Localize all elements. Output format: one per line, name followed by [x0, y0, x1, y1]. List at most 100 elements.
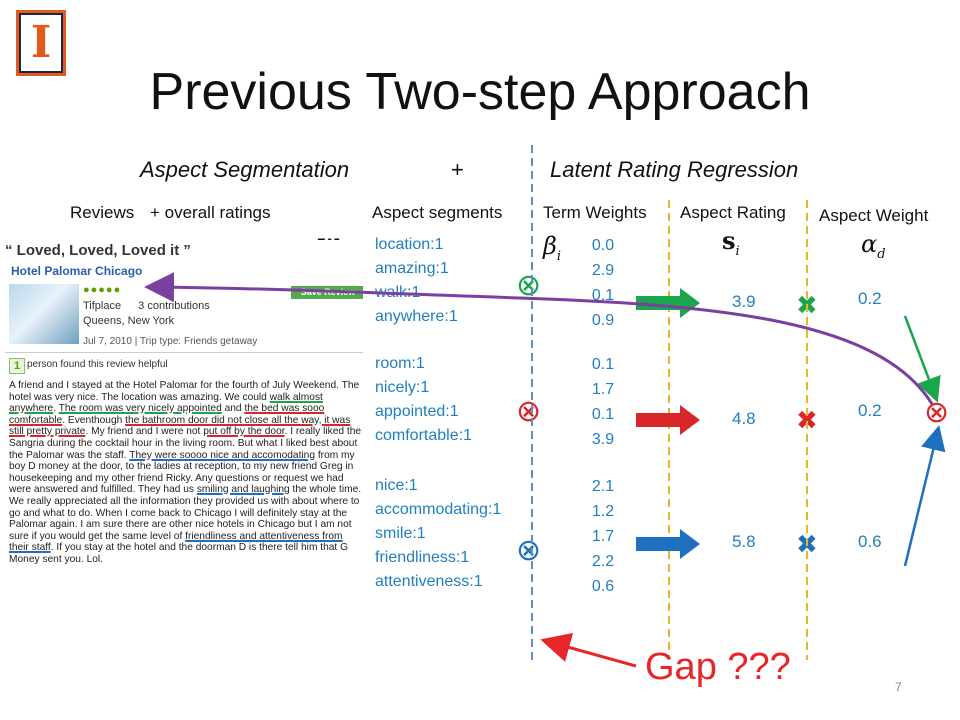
review-text: . If you stay at the hotel and the doorm…	[9, 542, 349, 565]
aspect-segment-2: room:1 nicely:1 appointed:1 comfortable:…	[375, 352, 472, 448]
review-heading-text: Loved, Loved, Loved it	[16, 242, 180, 259]
slide-title: Previous Two-step Approach	[149, 63, 811, 121]
review-text: .	[53, 403, 59, 415]
underline-friendliness: friendliness and attentiveness from thei…	[9, 530, 343, 554]
term-weights-header: Term Weights	[543, 203, 647, 222]
term: anywhere:1	[375, 308, 458, 325]
aspect-weight-1: 0.2	[858, 289, 882, 308]
weight-value: 3.9	[591, 431, 615, 448]
block-arrow-red	[636, 405, 700, 435]
underline-room: The room was very nicely appointed	[58, 403, 222, 415]
weight-value: 0.0	[591, 237, 615, 254]
term-weights-1: 0.0 2.9 0.1 0.9	[583, 233, 623, 333]
review-text: A friend and I stayed at the Hotel Palom…	[9, 380, 360, 403]
review-body: A friend and I stayed at the Hotel Palom…	[9, 380, 363, 566]
review-text: . I really liked the Sangria during the …	[9, 426, 362, 461]
underline-door: put off by the door	[203, 426, 285, 438]
arrow-weight-3	[903, 425, 946, 567]
aspect-rating-1: 3.9	[732, 292, 756, 311]
latent-rating-regression-heading: Latent Rating Regression	[550, 157, 799, 182]
term: amazing:1	[375, 260, 449, 277]
beta-subscript: i	[556, 248, 562, 264]
logo-glyph: I	[30, 17, 52, 68]
term: location:1	[375, 236, 444, 253]
page-number: 7	[895, 680, 902, 694]
arrow-weight-1	[903, 315, 941, 403]
university-logo: I	[16, 10, 66, 76]
weight-value: 0.9	[591, 312, 615, 329]
aspect-rating-3: 5.8	[732, 532, 756, 551]
aspect-segment-3: nice:1 accommodating:1 smile:1 friendlin…	[375, 474, 501, 594]
weight-value: 2.9	[591, 262, 615, 279]
term: smile:1	[375, 525, 426, 542]
weight-value: 0.1	[591, 287, 615, 304]
term-weights-3: 2.1 1.2 1.7 2.2 0.6	[583, 474, 623, 599]
aspect-weight-2: 0.2	[858, 401, 882, 420]
s-subscript: i	[735, 243, 740, 259]
review-date: Jul 7, 2010 | Trip type: Friends getaway	[83, 336, 258, 347]
underline-staff: They were soooo nice and accomodating	[129, 449, 316, 461]
reviewer-info: Tifplace 3 contributions	[83, 300, 210, 312]
weight-value: 1.7	[591, 381, 615, 398]
reviewer-location: Queens, New York	[83, 315, 175, 327]
rating-bubbles-icon: ●●●●●	[83, 284, 122, 296]
arrow-overall-rating	[144, 272, 934, 405]
term: friendliness:1	[375, 549, 470, 566]
review-text: and	[221, 403, 245, 415]
term-weights-2: 0.1 1.7 0.1 3.9	[583, 352, 623, 452]
review-text: . Eventhough	[62, 414, 126, 426]
term: accommodating:1	[375, 501, 502, 518]
arrow-gap	[540, 632, 637, 668]
s-symbol: s	[722, 226, 736, 255]
alpha-d-label: αd	[861, 230, 886, 262]
term: nice:1	[375, 477, 418, 494]
reviewer-name[interactable]: Tifplace	[83, 300, 122, 312]
helpful-count: 1	[9, 358, 25, 374]
block-arrow-blue	[636, 529, 700, 559]
weight-value: 0.6	[591, 578, 615, 595]
logo-inner: I	[21, 15, 61, 71]
overall-ratings-header: + overall ratings	[150, 203, 271, 222]
term: appointed:1	[375, 403, 459, 420]
otimes-red-icon: ⊗	[516, 394, 542, 429]
hotel-link[interactable]: Hotel Palomar Chicago	[11, 264, 143, 278]
alpha-subscript: d	[877, 246, 886, 262]
review-panel: “ Loved, Loved, Loved it ” Hotel Palomar…	[5, 240, 363, 620]
plus-sign: +	[451, 157, 464, 182]
reviews-header: Reviews	[70, 203, 135, 222]
underline-bed: the bed was sooo comfortable	[9, 403, 325, 426]
reviewer-photo	[9, 284, 79, 344]
block-arrow-green	[636, 288, 700, 318]
review-heading: “ Loved, Loved, Loved it ”	[5, 242, 191, 259]
gap-label: Gap ???	[645, 646, 791, 688]
weight-value: 0.1	[591, 406, 615, 423]
aspect-weight-header: Aspect Weight	[819, 206, 929, 225]
underline-smiling: smiling and laughing	[196, 484, 290, 496]
aspect-weight-3: 0.6	[858, 532, 882, 551]
aspect-rating-header: Aspect Rating	[680, 203, 786, 222]
s-i-label: si	[722, 226, 740, 259]
weight-value: 1.2	[591, 503, 615, 520]
review-text: from my boy D money at the door, to the …	[9, 449, 355, 496]
term: comfortable:1	[375, 427, 472, 444]
reviewer-contributions: 3 contributions	[138, 300, 210, 312]
weight-value: 1.7	[591, 528, 615, 545]
aspect-rating-2: 4.8	[732, 409, 756, 428]
term: nicely:1	[375, 379, 430, 396]
weight-value: 0.1	[591, 356, 615, 373]
term: room:1	[375, 355, 425, 372]
aspect-segments-header: Aspect segments	[372, 203, 503, 222]
otimes-blue-icon: ⊗	[516, 533, 542, 568]
term: attentiveness:1	[375, 573, 483, 590]
alpha-symbol: α	[861, 230, 878, 258]
weight-value: 2.2	[591, 553, 615, 570]
underline-location: walk almost anywhere	[9, 391, 323, 415]
otimes-green-icon: ⊗	[516, 268, 542, 303]
aspect-segmentation-heading: Aspect Segmentation	[140, 157, 350, 182]
helpful-text: person found this review helpful	[27, 359, 168, 370]
review-text: . My friend and I were not	[85, 426, 204, 438]
beta-symbol: β	[543, 232, 557, 260]
beta-i-label: βi	[543, 232, 561, 264]
review-divider	[5, 352, 363, 353]
